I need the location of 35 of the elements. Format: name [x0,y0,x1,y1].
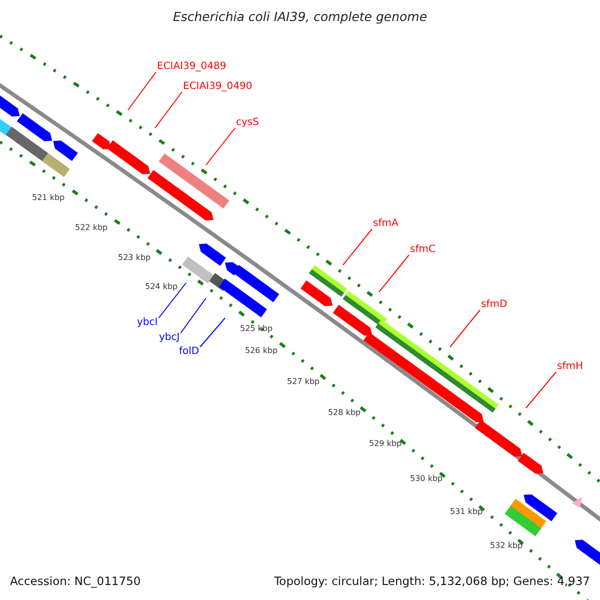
scale-label: 528 kbp [328,407,361,418]
gene-label: ECIAI39_0490 [183,81,252,93]
chart-title: Escherichia coli IAI39, complete genome [172,9,428,24]
leader-line [158,282,186,318]
gene-label: sfmA [373,218,398,230]
scale-label: 522 kbp [75,222,108,233]
leader-line [378,254,410,292]
gene-label: cysS [236,117,259,129]
leader-line [154,92,182,128]
info-text: Accession: NC_011750 [10,574,141,588]
scale-label: 527 kbp [287,376,320,387]
leader-line [200,318,226,348]
gene-label: ybcJ [159,332,180,344]
scale-label: 523 kbp [118,252,151,263]
scale-label: 531 kbp [450,506,483,517]
leader-line [206,128,236,166]
scale-label: 530 kbp [410,473,443,484]
gene-label: ybcI [137,317,158,329]
leader-line [128,72,156,110]
gene-label: folD [179,346,200,358]
scale-label: 529 kbp [369,438,402,449]
leader-line [342,228,372,266]
scale-label: 521 kbp [32,192,65,203]
scale-label: 532 kbp [490,540,523,551]
leader-line [450,310,480,348]
gene-label: sfmD [481,299,508,311]
leader-line [180,298,206,334]
gene-label: ECIAI39_0489 [157,61,226,73]
scale-label: 526 kbp [245,345,278,356]
scale-label: 524 kbp [145,281,178,292]
gene-label: sfmH [557,361,583,373]
scale-label: 525 kbp [240,323,273,334]
gene-label: sfmC [410,244,436,256]
leader-line [526,372,556,408]
info-text: Topology: circular; Length: 5,132,068 bp; Genes: 4,937 [274,574,590,588]
